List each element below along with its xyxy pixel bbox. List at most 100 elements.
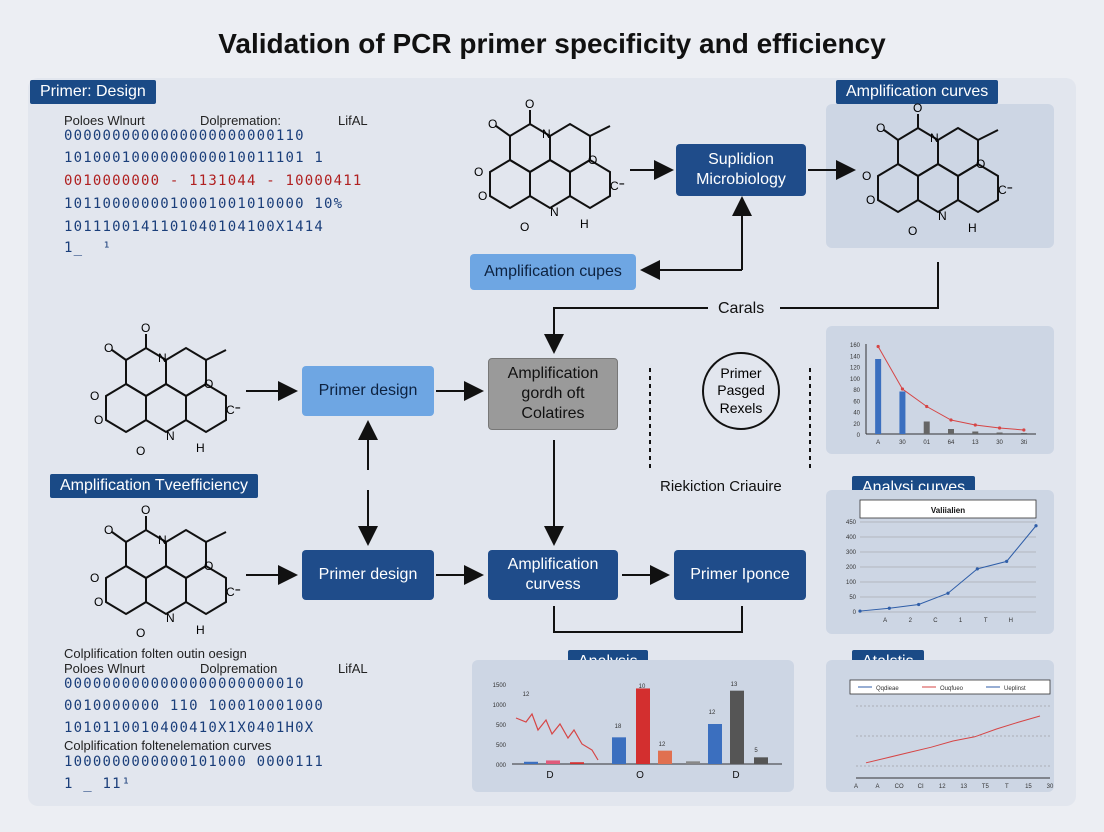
svg-text:H: H xyxy=(968,221,977,235)
suplidion-microbiology-box[interactable]: Suplidion Microbiology xyxy=(676,144,806,196)
amplification-cupes-box[interactable]: Amplification cupes xyxy=(470,254,636,290)
y-tick-label: 100 xyxy=(846,580,857,586)
primer-pasged-circle: Primer Pasged Rexels xyxy=(702,352,780,430)
data-point xyxy=(887,606,891,610)
bar xyxy=(658,750,672,764)
x-tick-label: A xyxy=(876,440,880,446)
y-tick-label: 20 xyxy=(853,422,860,428)
x-tick-label: C xyxy=(933,618,938,624)
svg-text:O: O xyxy=(908,224,917,238)
bar xyxy=(899,391,906,434)
svg-text:O: O xyxy=(204,377,213,391)
svg-text:N: N xyxy=(930,131,939,145)
svg-text:N: N xyxy=(542,127,551,141)
y-tick-label: 1000 xyxy=(493,703,507,709)
series-line xyxy=(515,712,599,761)
page-title: Validation of PCR primer specificity and… xyxy=(218,28,886,59)
bar xyxy=(524,761,538,764)
svg-text:H: H xyxy=(196,441,205,455)
primer-design-box-2[interactable]: Primer design xyxy=(302,550,434,600)
x-tick-label: A xyxy=(883,618,887,624)
data-label: 18 xyxy=(615,724,622,730)
svg-text:C⁼: C⁼ xyxy=(998,183,1013,197)
y-tick-label: 000 xyxy=(496,763,507,769)
x-tick-label: CO xyxy=(895,784,904,790)
legend-label: Qqdieae xyxy=(876,686,899,692)
seq-header-1: Poloes Wlnurt xyxy=(64,113,145,128)
y-tick-label: 400 xyxy=(846,535,857,541)
x-tick-label: H xyxy=(1009,618,1013,624)
svg-text:C⁼: C⁼ xyxy=(226,403,241,417)
molecule-structure-2: O O N O O O N O H C⁼ xyxy=(90,321,241,458)
data-point xyxy=(917,602,921,607)
seq-header-3: LifAL xyxy=(338,113,368,128)
data-point xyxy=(973,423,977,427)
amplification-curvess-box[interactable]: Amplification curvess xyxy=(488,550,618,600)
bar xyxy=(730,690,744,764)
bar xyxy=(686,761,700,764)
y-tick-label: 80 xyxy=(853,388,860,394)
y-tick-label: 100 xyxy=(850,377,861,383)
y-tick-label: 450 xyxy=(846,520,857,526)
seq-row: 1_ ¹ xyxy=(64,240,113,256)
seq-row: 1 _ 11¹ xyxy=(64,776,132,792)
svg-text:O: O xyxy=(478,189,487,203)
data-point xyxy=(949,418,953,422)
x-tick-label: A xyxy=(854,784,858,790)
y-tick-label: 0 xyxy=(853,610,857,616)
svg-text:O: O xyxy=(913,101,922,115)
amplification-gordh-box[interactable]: Amplification gordh oft Colatires xyxy=(488,358,618,430)
series-line xyxy=(859,525,1037,612)
y-tick-label: 140 xyxy=(850,354,861,360)
x-tick-label: 3ti xyxy=(1021,440,1027,446)
seq-subcaption: Colplification foltenelemation curves xyxy=(64,738,272,753)
x-tick-label: 01 xyxy=(923,440,930,446)
seq-row: 1000000000000101000 0000111 xyxy=(64,754,324,770)
bar xyxy=(948,429,954,434)
svg-text:O: O xyxy=(90,571,99,585)
molecule-structure-1: O O N O O O N O H C⁼ xyxy=(474,97,625,234)
x-tick-label: 1 xyxy=(959,618,963,624)
chart-title-box xyxy=(859,499,1037,519)
bar xyxy=(1020,433,1027,434)
svg-text:O: O xyxy=(866,193,875,207)
series-line xyxy=(865,715,1041,764)
svg-text:H: H xyxy=(580,217,589,231)
svg-text:O: O xyxy=(141,503,150,517)
seq-row: 0010000000 110 100010001000 xyxy=(64,698,324,714)
x-tick-label: CI xyxy=(918,784,924,790)
data-point xyxy=(1005,559,1009,563)
bar xyxy=(708,724,722,764)
svg-text:N: N xyxy=(166,429,175,443)
seq-row: 1011100141101040104100X1414 xyxy=(64,219,324,235)
svg-text:N: N xyxy=(166,611,175,625)
chart-panel-1 xyxy=(826,326,1054,454)
svg-text:O: O xyxy=(976,157,985,171)
bar xyxy=(972,431,979,434)
y-tick-label: 500 xyxy=(496,743,507,749)
svg-text:O: O xyxy=(136,444,145,458)
svg-text:N: N xyxy=(938,209,947,223)
bar xyxy=(570,762,584,764)
data-label: 12 xyxy=(709,710,716,716)
x-tick-label: 13 xyxy=(960,784,967,790)
legend-label: Ueplinst xyxy=(1004,686,1026,692)
y-tick-label: 60 xyxy=(853,399,860,405)
x-tick-label: 12 xyxy=(939,784,946,790)
seq-header-2: Dolpremation xyxy=(200,661,278,676)
data-point xyxy=(900,387,905,391)
svg-text:O: O xyxy=(862,169,871,183)
data-point xyxy=(858,609,862,613)
primer-iponce-box[interactable]: Primer Iponce xyxy=(674,550,806,600)
seq-row-mismatch: 0010000000 - 1131044 - 10000411 xyxy=(64,173,363,189)
data-point xyxy=(946,591,950,595)
data-point xyxy=(975,567,979,571)
svg-text:O: O xyxy=(141,321,150,335)
primer-design-label: Primer: Design xyxy=(30,80,156,104)
x-tick-label: A xyxy=(876,784,880,790)
seq-row: 1010110010400410X1X0401H0X xyxy=(64,720,315,736)
primer-design-box-1[interactable]: Primer design xyxy=(302,366,434,416)
data-point xyxy=(1034,524,1038,528)
